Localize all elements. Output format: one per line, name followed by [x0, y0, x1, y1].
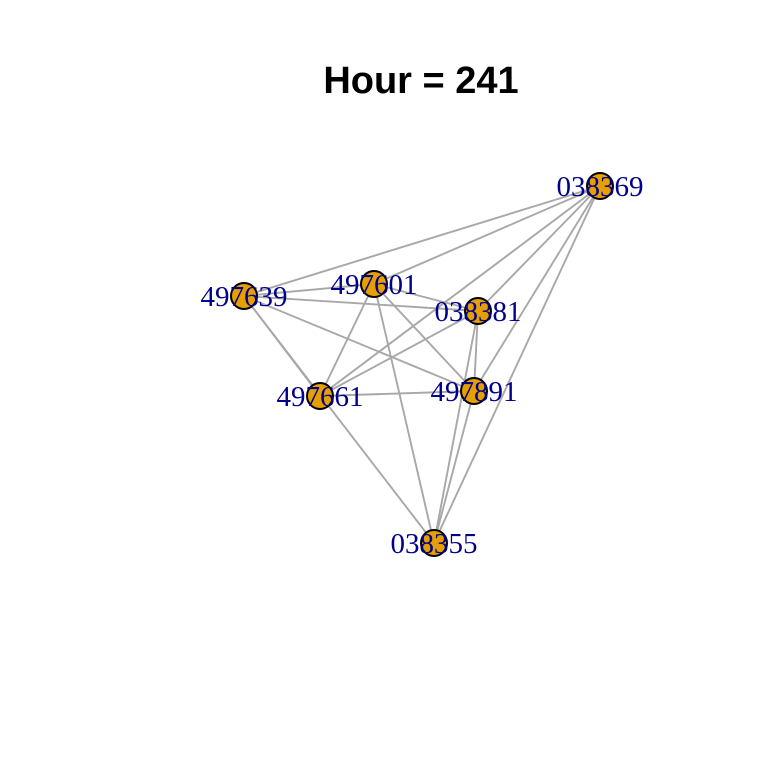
edges-layer [243, 185, 601, 544]
edge-497639-038381 [243, 295, 479, 312]
node-497601: 497601 [331, 269, 418, 301]
node-circle [420, 529, 448, 557]
edge-038381-497661 [319, 310, 479, 397]
node-038381: 038381 [435, 296, 522, 328]
node-label: 497639 [201, 281, 288, 313]
edge-038381-038355 [433, 310, 479, 544]
node-circle [460, 377, 488, 405]
edge-497891-038355 [433, 390, 475, 544]
node-label: 497661 [277, 381, 364, 413]
edge-497639-497891 [243, 295, 475, 392]
node-038355: 038355 [391, 528, 478, 560]
edge-038369-497601 [373, 185, 601, 285]
edge-038369-497639 [243, 185, 601, 297]
edge-038369-038381 [477, 185, 601, 312]
node-497661: 497661 [277, 381, 364, 413]
node-label: 038355 [391, 528, 478, 560]
node-circle [586, 172, 614, 200]
edge-497661-497891 [319, 390, 475, 397]
node-497891: 497891 [431, 376, 518, 408]
node-label: 038381 [435, 296, 522, 328]
node-circle [306, 382, 334, 410]
node-circle [360, 270, 388, 298]
edge-497601-497661 [319, 283, 375, 397]
edge-038369-497891 [473, 185, 601, 392]
node-038369: 038369 [557, 171, 644, 203]
nodes-layer: 038369 497639 497601 038381 497661 497891 0383… [201, 171, 644, 560]
edge-497601-038355 [373, 283, 435, 544]
node-circle [464, 297, 492, 325]
edge-038369-497661 [319, 185, 601, 397]
edge-497601-038381 [373, 283, 479, 312]
node-circle [230, 282, 258, 310]
edge-497601-497891 [373, 283, 475, 392]
node-label: 038369 [557, 171, 644, 203]
edge-038369-038355 [433, 185, 601, 544]
node-497639: 497639 [201, 281, 288, 313]
node-label: 497891 [431, 376, 518, 408]
graph-title: Hour = 241 [323, 60, 518, 102]
edge-497639-497601 [243, 283, 375, 297]
node-label: 497601 [331, 269, 418, 301]
edge-497639-038355 [243, 295, 435, 544]
